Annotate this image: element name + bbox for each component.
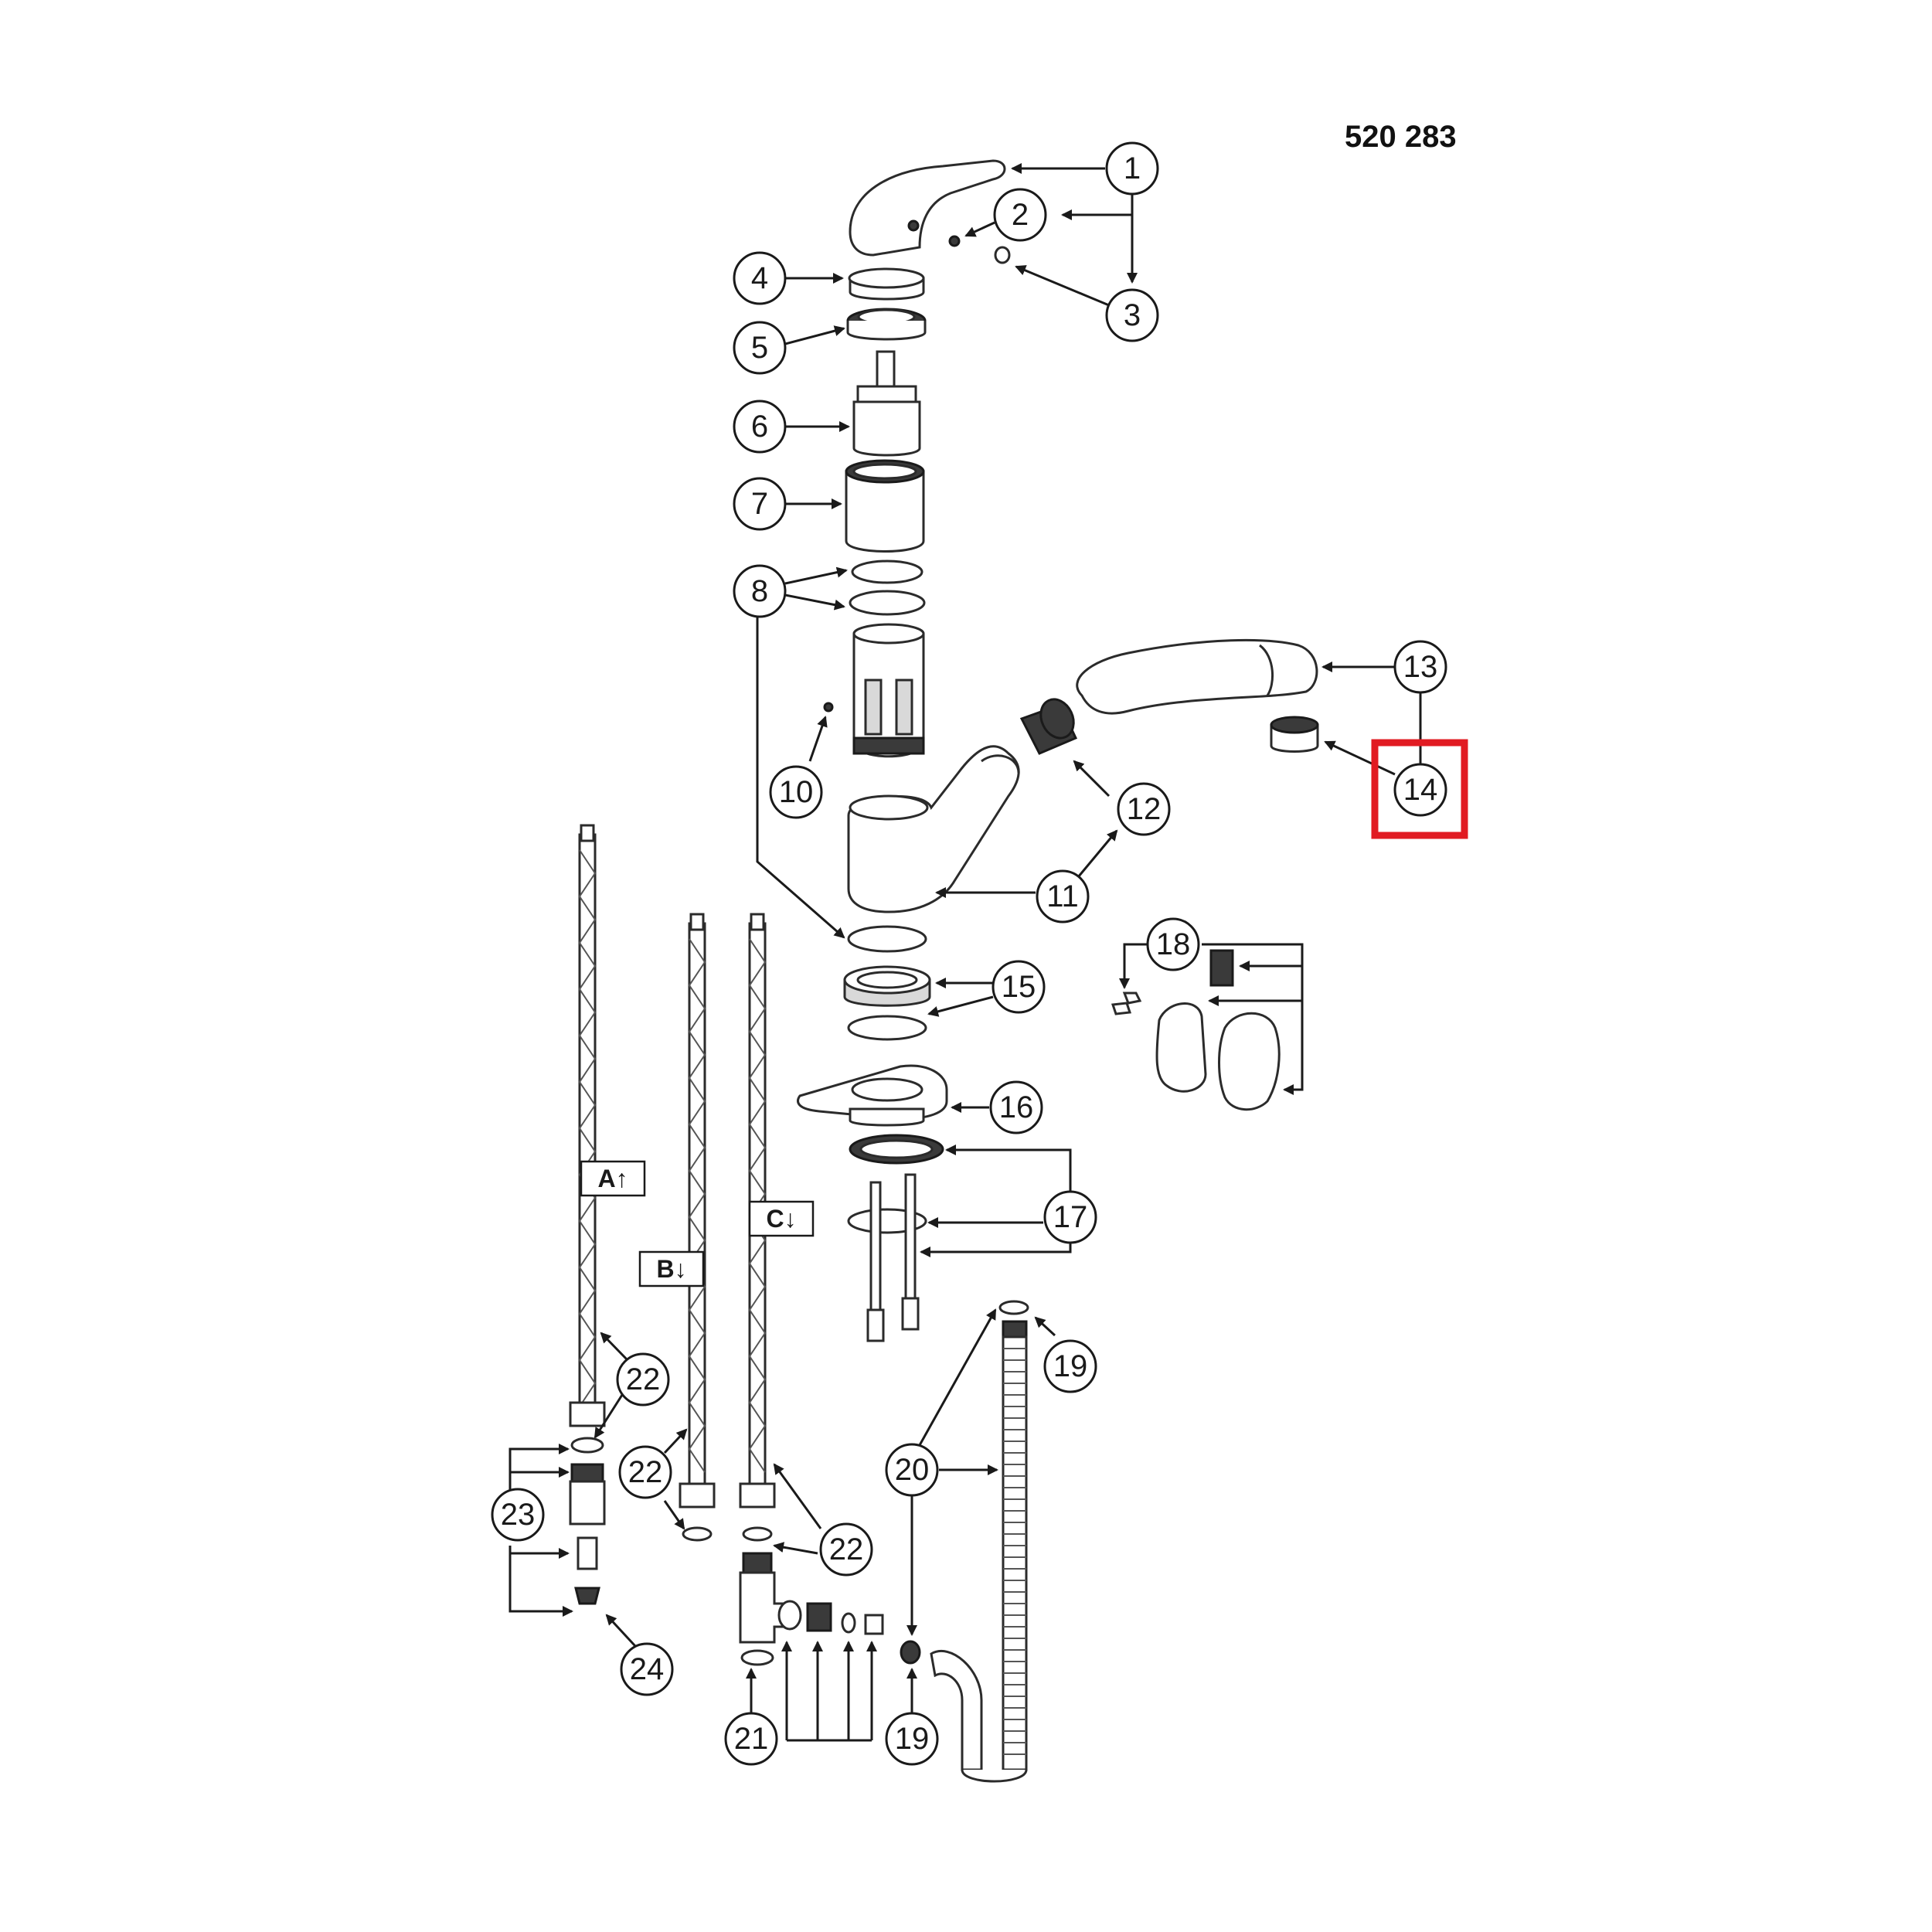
o-ring-part-8a bbox=[851, 560, 923, 584]
hose-c-washer bbox=[742, 1526, 773, 1542]
callout-8: 8 bbox=[733, 564, 787, 618]
svg-text:C↓: C↓ bbox=[766, 1205, 796, 1233]
callout-18: 18 bbox=[1146, 917, 1200, 971]
screw-part bbox=[948, 235, 961, 247]
svg-text:A↑: A↑ bbox=[597, 1165, 628, 1192]
callout-20: 20 bbox=[885, 1443, 939, 1497]
pin-part-10 bbox=[823, 702, 834, 713]
callout-22-b: 22 bbox=[618, 1445, 672, 1499]
callout-19-lower: 19 bbox=[885, 1712, 939, 1766]
svg-text:4: 4 bbox=[751, 261, 768, 295]
svg-text:14: 14 bbox=[1403, 773, 1438, 807]
svg-text:1: 1 bbox=[1124, 151, 1141, 185]
spout-body-part-11 bbox=[847, 745, 1020, 913]
svg-text:22: 22 bbox=[628, 1455, 663, 1489]
connector-nut-part-12 bbox=[1019, 698, 1078, 755]
svg-text:2: 2 bbox=[1012, 198, 1029, 232]
pull-out-hose-part-20 bbox=[930, 1300, 1029, 1783]
lever-handle-part bbox=[849, 159, 1006, 257]
highlight-box-callout-14 bbox=[1371, 739, 1468, 839]
leader-lines bbox=[509, 163, 1422, 1742]
svg-text:19: 19 bbox=[895, 1722, 930, 1756]
supply-hose-a bbox=[569, 824, 606, 1427]
svg-text:21: 21 bbox=[734, 1722, 769, 1756]
svg-text:13: 13 bbox=[1403, 650, 1438, 684]
callout-10: 10 bbox=[769, 765, 823, 819]
o-ring-part-8b bbox=[849, 590, 926, 616]
stud-bolts-part-17 bbox=[866, 1173, 920, 1342]
callout-5: 5 bbox=[733, 321, 787, 375]
tee-valve-part-21 bbox=[739, 1552, 921, 1666]
svg-text:11: 11 bbox=[1046, 879, 1079, 913]
aerator-part-14 bbox=[1270, 716, 1319, 753]
callout-19-upper: 19 bbox=[1043, 1339, 1097, 1393]
wall-bracket-part-18 bbox=[1111, 949, 1281, 1111]
hose-tag-b: B↓ bbox=[638, 1250, 705, 1287]
sleeve-part-7 bbox=[845, 459, 925, 553]
nut-part-5 bbox=[846, 308, 927, 341]
svg-text:7: 7 bbox=[751, 487, 768, 521]
hose-tag-a: A↑ bbox=[580, 1160, 646, 1197]
svg-text:18: 18 bbox=[1156, 927, 1191, 961]
hose-b-washer bbox=[682, 1526, 713, 1542]
svg-text:15: 15 bbox=[1002, 970, 1036, 1004]
callout-13: 13 bbox=[1393, 640, 1447, 694]
callout-11: 11 bbox=[1036, 869, 1090, 923]
callout-2: 2 bbox=[993, 188, 1047, 242]
callout-1: 1 bbox=[1105, 141, 1159, 196]
callout-17: 17 bbox=[1043, 1190, 1097, 1244]
svg-text:B↓: B↓ bbox=[656, 1255, 686, 1283]
svg-text:20: 20 bbox=[895, 1453, 930, 1487]
callout-6: 6 bbox=[733, 400, 787, 454]
svg-text:12: 12 bbox=[1127, 792, 1162, 826]
callout-22-a: 22 bbox=[616, 1352, 670, 1406]
cap-part bbox=[994, 246, 1011, 264]
callout-23: 23 bbox=[491, 1488, 545, 1542]
supply-hose-b bbox=[679, 913, 716, 1509]
valve-body-part bbox=[852, 623, 925, 758]
callout-16: 16 bbox=[989, 1080, 1043, 1134]
callout-7: 7 bbox=[733, 477, 787, 531]
callout-22-c: 22 bbox=[819, 1522, 873, 1577]
callout-14: 14 bbox=[1393, 763, 1447, 817]
svg-text:24: 24 bbox=[630, 1652, 665, 1686]
svg-text:17: 17 bbox=[1053, 1200, 1088, 1234]
spray-head-part-13 bbox=[1076, 638, 1318, 715]
base-plate-part-16 bbox=[797, 1064, 948, 1127]
base-ring-part-15 bbox=[843, 965, 931, 1007]
svg-text:8: 8 bbox=[751, 574, 768, 608]
svg-text:5: 5 bbox=[751, 331, 768, 365]
svg-text:6: 6 bbox=[751, 410, 768, 444]
svg-text:22: 22 bbox=[626, 1362, 661, 1396]
cartridge-part-6 bbox=[852, 350, 921, 457]
callout-24: 24 bbox=[620, 1642, 674, 1696]
svg-text:3: 3 bbox=[1124, 298, 1141, 332]
svg-text:22: 22 bbox=[829, 1532, 864, 1566]
check-valve-assembly bbox=[569, 1437, 606, 1605]
svg-text:19: 19 bbox=[1053, 1349, 1088, 1383]
hose-tag-c: C↓ bbox=[748, 1200, 815, 1237]
ring-part-4 bbox=[848, 267, 925, 301]
o-ring-part-8c bbox=[847, 925, 927, 953]
callout-12: 12 bbox=[1117, 782, 1171, 836]
callout-21: 21 bbox=[724, 1712, 778, 1766]
callout-3: 3 bbox=[1105, 288, 1159, 342]
callout-15: 15 bbox=[992, 960, 1046, 1014]
svg-text:10: 10 bbox=[779, 775, 814, 809]
svg-text:16: 16 bbox=[999, 1090, 1034, 1124]
o-ring-part-15b bbox=[847, 1015, 927, 1041]
callout-4: 4 bbox=[733, 251, 787, 305]
svg-text:23: 23 bbox=[501, 1498, 536, 1532]
document-number: 520 283 bbox=[1345, 120, 1457, 154]
